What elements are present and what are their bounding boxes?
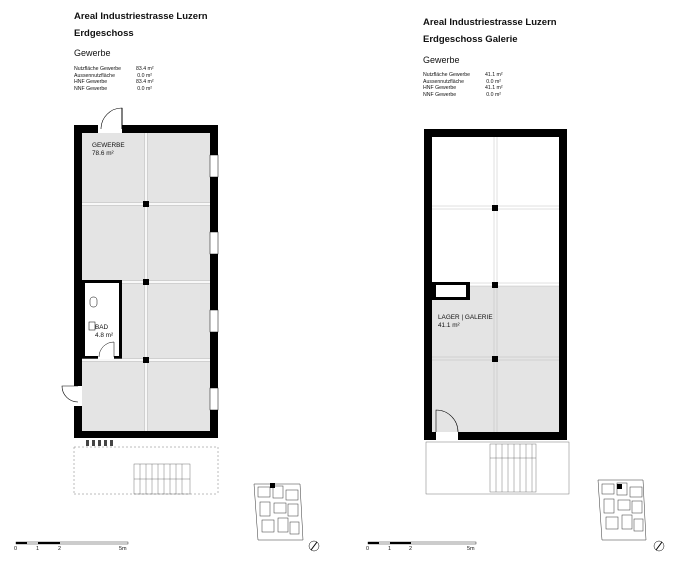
room-label-gewerbe: GEWERBE 78.6 m²: [92, 142, 125, 157]
columns: [143, 201, 149, 363]
sheet-erdgeschoss-galerie: Areal Industriestrasse Luzern Erdgeschos…: [350, 0, 681, 581]
project-title: Areal Industriestrasse Luzern: [423, 17, 557, 28]
side-door-opening: [74, 386, 82, 406]
exterior-stair: [73, 446, 219, 495]
stair-treads: [86, 440, 113, 446]
scale-label: 5m: [467, 546, 475, 552]
scale-label: 2: [409, 546, 413, 552]
scale-label: 0: [366, 546, 370, 552]
room-label-lager-galerie: LAGER | GALERIE 41.1 m²: [438, 314, 493, 329]
floor-title: Erdgeschoss Galerie: [423, 34, 518, 45]
scale-label: 0: [14, 546, 18, 552]
north-arrow-icon: [653, 540, 665, 552]
scale-label: 2: [58, 546, 62, 552]
bad-door-swing: [98, 341, 115, 358]
scale-bar: [15, 541, 129, 545]
scale-label: 1: [36, 546, 40, 552]
floor-title: Erdgeschoss: [74, 28, 134, 39]
keyplan-marker: [270, 483, 275, 488]
project-title: Areal Industriestrasse Luzern: [74, 11, 208, 22]
site-keyplan: [597, 479, 647, 541]
door-opening: [436, 432, 458, 440]
room-label-bad: BAD 4.8 m²: [95, 324, 114, 339]
use-label: Gewerbe: [423, 55, 460, 65]
exterior-stair: [425, 441, 570, 495]
sheet-erdgeschoss: Areal Industriestrasse Luzern Erdgeschos…: [0, 0, 340, 581]
scale-bar: [367, 541, 477, 545]
entry-door-opening: [98, 125, 122, 133]
shaft: [436, 285, 466, 297]
use-label: Gewerbe: [74, 48, 111, 58]
site-keyplan: [253, 483, 304, 541]
bad-room: [85, 283, 119, 356]
north-arrow-icon: [308, 540, 320, 552]
scale-label: 1: [388, 546, 392, 552]
sink-icon: [88, 321, 96, 331]
door-swing: [435, 409, 459, 433]
floor-plan-erdgeschoss: [15, 107, 320, 552]
side-door-swing: [61, 385, 79, 403]
scale-label: 5m: [119, 546, 127, 552]
toilet-icon: [89, 296, 98, 308]
columns: [492, 205, 498, 362]
void-upper: [432, 137, 559, 286]
windows: [209, 154, 219, 411]
floor-plan-galerie: [367, 129, 665, 552]
keyplan-marker: [617, 484, 622, 489]
